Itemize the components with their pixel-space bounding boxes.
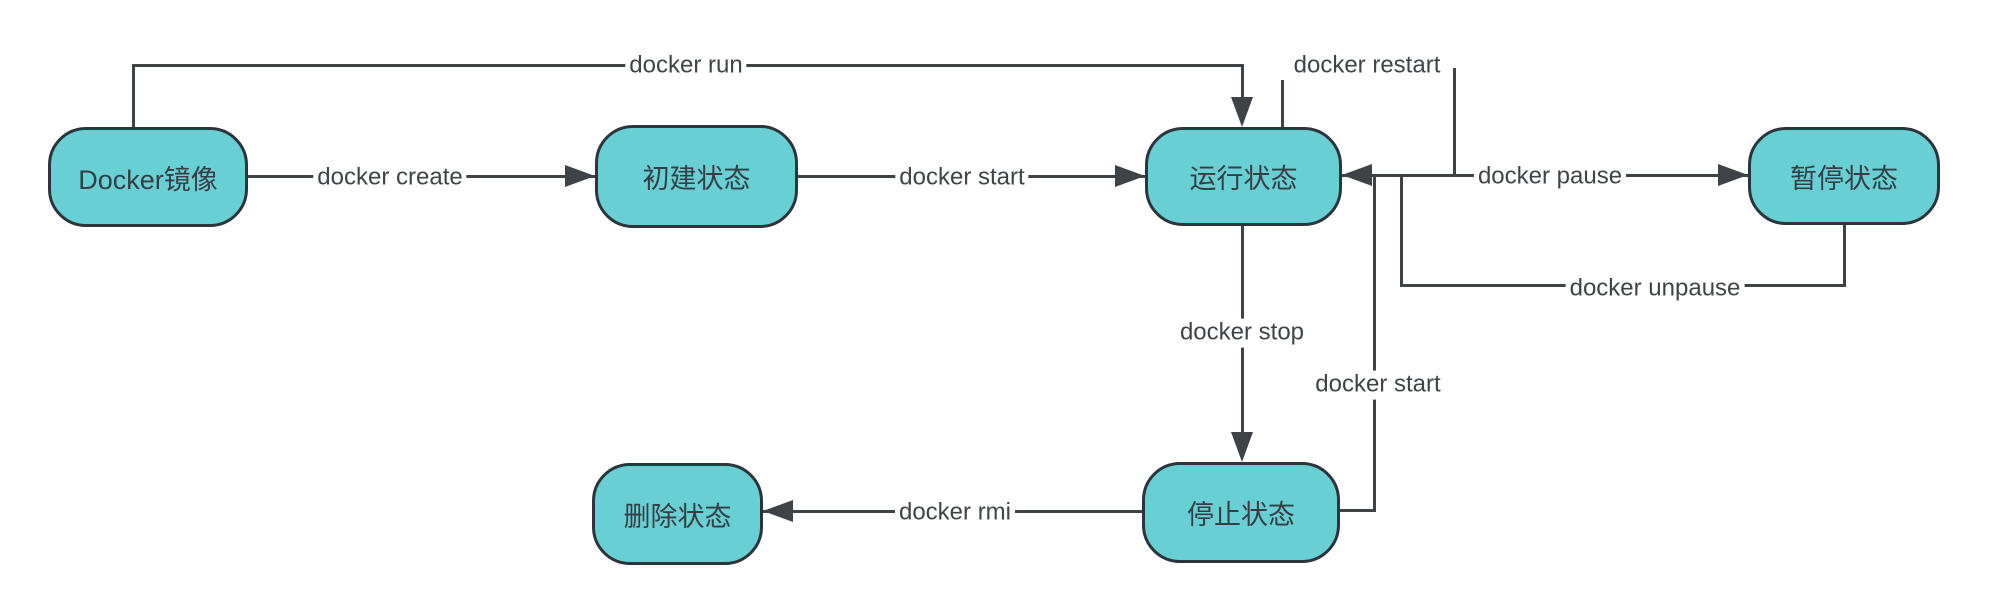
edge-line (1400, 176, 1403, 287)
edge-line (798, 175, 1145, 178)
edge-label-docker-rmi: docker rmi (894, 498, 1016, 528)
edge-line (1340, 509, 1376, 512)
edge-label-docker-unpause: docker unpause (1565, 274, 1745, 304)
edge-line (1843, 225, 1846, 287)
node-label: 初建状态 (642, 164, 751, 194)
node-stopped-state[interactable]: 停止状态 (1142, 462, 1340, 563)
edge-line (1373, 176, 1376, 512)
arrowhead-right-icon (1718, 164, 1748, 186)
node-docker-image[interactable]: Docker镜像 (48, 127, 248, 227)
node-running-state[interactable]: 运行状态 (1145, 127, 1342, 226)
edge-line (248, 175, 595, 178)
edge-line (132, 64, 1244, 67)
edge-line (1241, 64, 1244, 104)
edge-line (1400, 284, 1846, 287)
edge-line (763, 510, 1142, 513)
arrowhead-right-icon (565, 165, 595, 187)
edge-line (1281, 80, 1284, 128)
node-label: Docker镜像 (78, 164, 218, 195)
node-deleted-state[interactable]: 删除状态 (592, 463, 763, 565)
arrowhead-down-icon (1231, 432, 1253, 462)
arrowhead-left-icon (1342, 164, 1372, 186)
arrowhead-left-icon (763, 500, 793, 522)
node-label: 停止状态 (1187, 500, 1295, 530)
node-paused-state[interactable]: 暂停状态 (1748, 127, 1940, 225)
node-label: 删除状态 (623, 501, 732, 532)
edge-line (1241, 226, 1244, 438)
node-label: 暂停状态 (1790, 163, 1898, 194)
edge-label-docker-pause: docker pause (1473, 162, 1627, 192)
edge-line (1453, 68, 1456, 177)
edge-label-docker-restart: docker restart (1289, 51, 1445, 81)
edge-label-docker-create: docker create (313, 163, 467, 193)
edge-label-docker-stop: docker stop (1175, 318, 1309, 348)
arrowhead-right-icon (1115, 165, 1145, 187)
edge-label-docker-start: docker start (895, 163, 1029, 193)
node-label: 运行状态 (1189, 164, 1298, 194)
edge-line (1342, 174, 1748, 177)
edge-label-docker-start-2: docker start (1311, 370, 1445, 400)
edge-line (132, 65, 135, 128)
edge-label-docker-run: docker run (625, 51, 747, 81)
arrowhead-down-icon (1231, 97, 1253, 127)
node-created-state[interactable]: 初建状态 (595, 125, 798, 228)
